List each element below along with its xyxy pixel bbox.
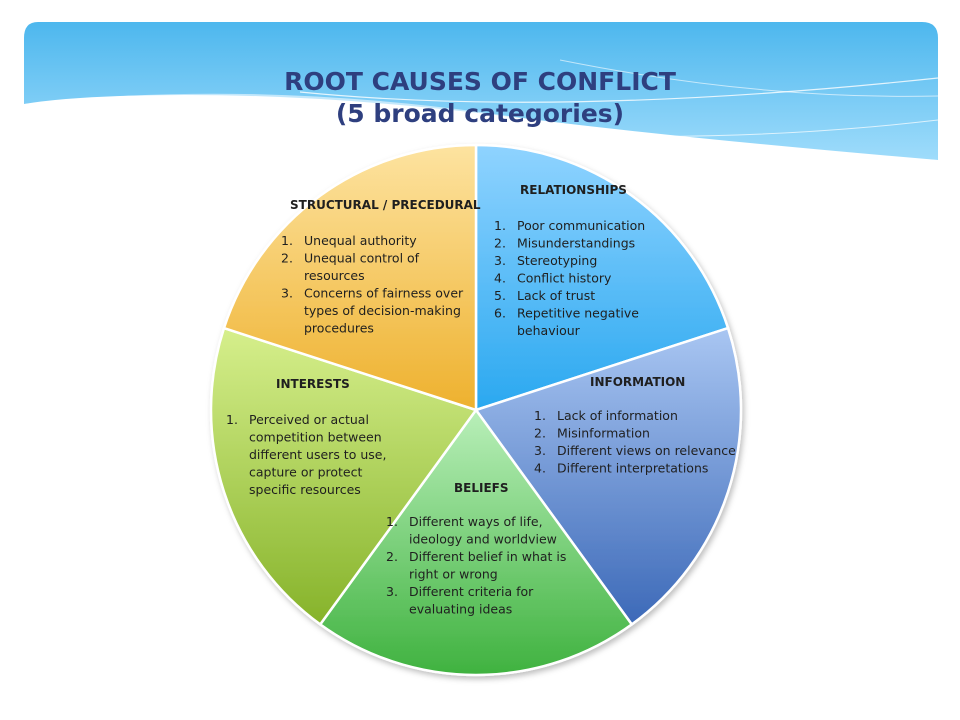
segment-label-relationships: RELATIONSHIPS 1. Poor communication 2. Misun… [494, 183, 645, 338]
list-item-text: capture or protect [249, 465, 362, 480]
list-item-number: 1. [226, 412, 238, 427]
list-item-text: Stereotyping [517, 253, 597, 268]
list-item-text: behaviour [517, 323, 581, 338]
list-item-text: Conflict history [517, 271, 612, 286]
pie-slice-information [473, 326, 743, 627]
list-item-number: 2. [281, 251, 293, 266]
pie-slice-beliefs [318, 407, 634, 677]
list-item-text: Misinformation [557, 426, 650, 441]
list-item-text: Different ways of life, [409, 514, 543, 529]
list-item-number: 5. [494, 288, 506, 303]
banner-wave [24, 93, 938, 170]
list-item-number: 2. [534, 426, 546, 441]
list-item-text: Repetitive negative [517, 306, 639, 321]
banner-wave-line [419, 119, 939, 137]
header-banner [24, 22, 939, 170]
segment-title-interests: INTERESTS [276, 377, 350, 391]
list-item-text: evaluating ideas [409, 602, 512, 617]
list-item-number: 2. [494, 236, 506, 251]
list-item-number: 1. [281, 233, 293, 248]
list-item-text: Different belief in what is [409, 549, 566, 564]
segment-title-information: INFORMATION [590, 375, 685, 389]
list-item-text: Lack of information [557, 408, 678, 423]
list-item-text: resources [304, 268, 365, 283]
list-item-text: Misunderstandings [517, 236, 635, 251]
list-item-text: competition between [249, 430, 382, 445]
list-item-number: 3. [534, 443, 546, 458]
list-item-number: 3. [386, 584, 398, 599]
segment-title-relationships: RELATIONSHIPS [520, 183, 627, 197]
segment-label-interests: INTERESTS 1. Perceived or actual competitio… [226, 377, 386, 497]
list-item-number: 1. [534, 408, 546, 423]
segment-label-structural: STRUCTURAL / PRECEDURAL 1. Unequal authori… [281, 198, 481, 336]
list-item-text: specific resources [249, 482, 361, 497]
list-item-text: right or wrong [409, 567, 498, 582]
list-item-text: Lack of trust [517, 288, 595, 303]
list-item-text: ideology and worldview [409, 532, 557, 547]
list-item-number: 4. [494, 271, 506, 286]
segment-title-structural: STRUCTURAL / PRECEDURAL [290, 198, 481, 212]
list-item-text: different users to use, [249, 447, 386, 462]
list-item-number: 1. [386, 514, 398, 529]
segment-title-beliefs: BELIEFS [454, 481, 509, 495]
list-item-text: procedures [304, 321, 374, 336]
list-item-text: types of decision-making [304, 303, 461, 318]
page-title-line1: ROOT CAUSES OF CONFLICT [284, 67, 676, 96]
banner-wave-line [559, 59, 939, 97]
segment-label-beliefs: BELIEFS 1. Different ways of life, ideology… [386, 481, 566, 617]
list-item-number: 1. [494, 218, 506, 233]
banner-background [24, 22, 938, 160]
list-item-text: Unequal authority [304, 233, 417, 248]
list-item-text: Unequal control of [304, 251, 420, 266]
list-item-text: Different interpretations [557, 461, 708, 476]
banner-wave-line [299, 77, 939, 103]
pie-slice-relationships [474, 143, 730, 412]
list-item-number: 3. [281, 286, 293, 301]
page-title-line2: (5 broad categories) [335, 99, 625, 128]
list-item-number: 3. [494, 253, 506, 268]
list-item-number: 2. [386, 549, 398, 564]
segment-label-information: INFORMATION 1. Lack of information 2. Misinf… [534, 375, 736, 476]
list-item-text: Different criteria for [409, 584, 534, 599]
list-item-text: Poor communication [517, 218, 645, 233]
page-title: ROOT CAUSES OF CONFLICT (5 broad categor… [180, 66, 780, 130]
list-item-number: 4. [534, 461, 546, 476]
pie-slice-interests [209, 326, 479, 627]
list-item-text: Different views on relevance [557, 443, 736, 458]
pie-slice-structural [222, 143, 478, 412]
list-item-text: Concerns of fairness over [304, 286, 464, 301]
list-item-number: 6. [494, 306, 506, 321]
list-item-text: Perceived or actual [249, 412, 369, 427]
